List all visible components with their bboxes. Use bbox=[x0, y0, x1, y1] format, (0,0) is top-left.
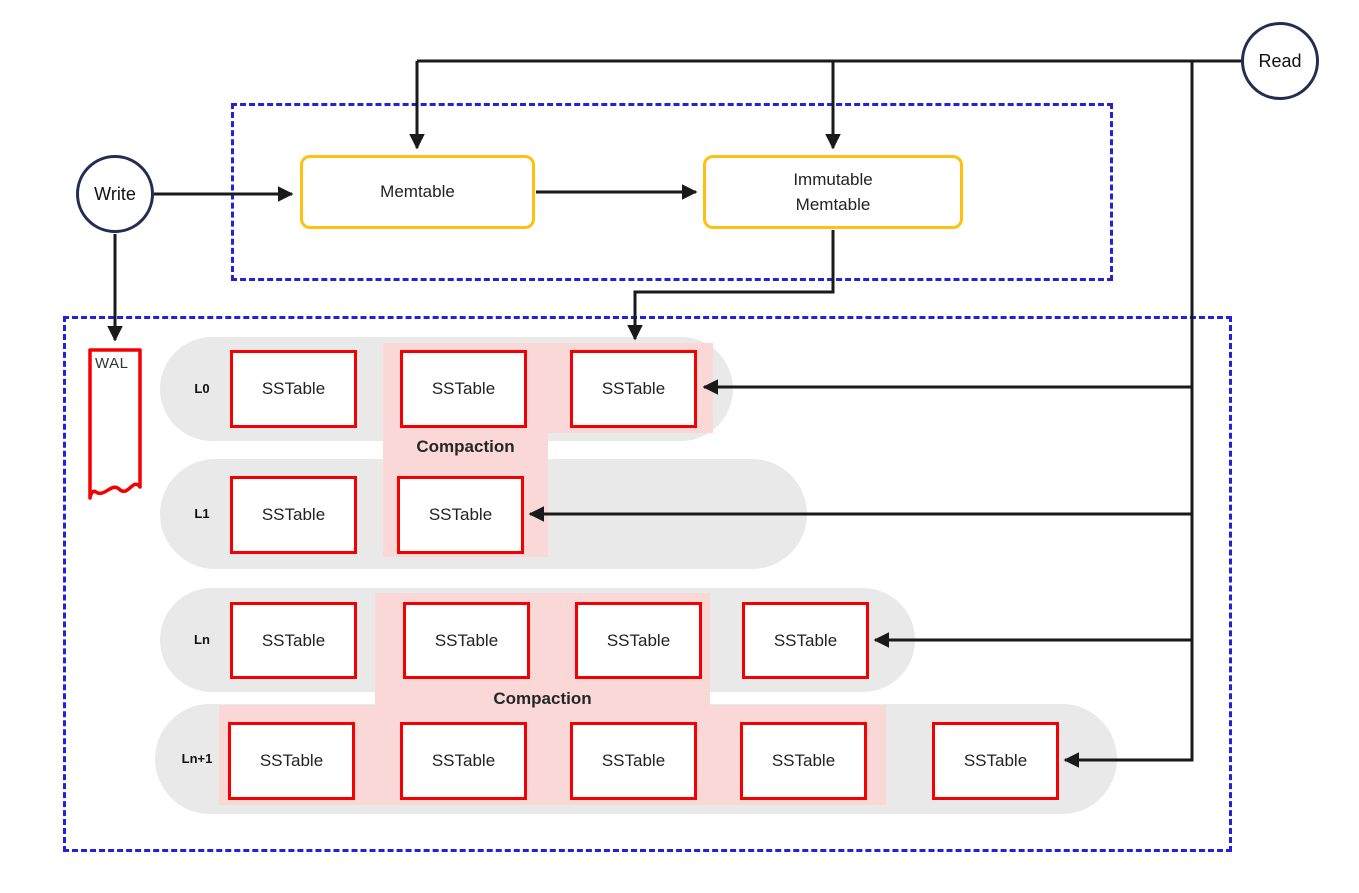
sstable-box-Ln-3: SSTable bbox=[575, 602, 702, 679]
immutable-memtable-label: Immutable Memtable bbox=[793, 169, 873, 215]
sstable-box-L0-3: SSTable bbox=[570, 350, 697, 428]
sstable-label: SSTable bbox=[773, 630, 838, 650]
sstable-label: SSTable bbox=[261, 379, 326, 398]
immutable-memtable-node: Immutable Memtable bbox=[703, 155, 963, 229]
sstable-box-Ln+1-5: SSTable bbox=[932, 722, 1059, 800]
sstable-label: SSTable bbox=[434, 630, 499, 650]
sstable-label: SSTable bbox=[261, 505, 326, 524]
sstable-label: SSTable bbox=[963, 751, 1028, 770]
sstable-box-Ln+1-2: SSTable bbox=[400, 722, 527, 800]
sstable-label: SSTable bbox=[601, 751, 666, 770]
level-label-Ln: Ln bbox=[194, 632, 210, 647]
sstable-label: SSTable bbox=[601, 379, 666, 398]
level-label-L0: L0 bbox=[194, 381, 210, 396]
wal-node: WAL bbox=[86, 346, 144, 508]
sstable-box-L0-1: SSTable bbox=[230, 350, 357, 428]
memtable-label: Memtable bbox=[380, 182, 455, 202]
memtable-node: Memtable bbox=[300, 155, 535, 229]
sstable-label: SSTable bbox=[431, 751, 496, 770]
sstable-box-L0-2: SSTable bbox=[400, 350, 527, 428]
sstable-label: SSTable bbox=[606, 630, 671, 650]
write-label: Write bbox=[94, 183, 136, 204]
compaction-label-upper: Compaction bbox=[416, 437, 515, 456]
level-label-L1: L1 bbox=[194, 506, 210, 521]
sstable-box-Ln-1: SSTable bbox=[230, 602, 357, 679]
read-label: Read bbox=[1258, 50, 1302, 71]
compaction-label-lower: Compaction bbox=[493, 689, 592, 708]
sstable-box-Ln+1-1: SSTable bbox=[228, 722, 355, 800]
write-node: Write bbox=[76, 155, 154, 233]
sstable-box-Ln-4: SSTable bbox=[742, 602, 869, 679]
sstable-box-L1-1: SSTable bbox=[230, 476, 357, 554]
read-node: Read bbox=[1241, 22, 1319, 100]
sstable-label: SSTable bbox=[431, 379, 496, 398]
sstable-label: SSTable bbox=[428, 505, 493, 524]
level-label-Ln+1: Ln+1 bbox=[181, 751, 213, 766]
sstable-box-Ln+1-3: SSTable bbox=[570, 722, 697, 800]
sstable-box-L1-2: SSTable bbox=[397, 476, 524, 554]
sstable-label: SSTable bbox=[259, 751, 324, 770]
wal-label: WAL bbox=[95, 355, 129, 372]
sstable-box-Ln-2: SSTable bbox=[403, 602, 530, 679]
wal-scroll-shape bbox=[88, 348, 142, 500]
sstable-label: SSTable bbox=[771, 751, 836, 770]
sstable-box-Ln+1-4: SSTable bbox=[740, 722, 867, 800]
sstable-label: SSTable bbox=[261, 630, 326, 650]
